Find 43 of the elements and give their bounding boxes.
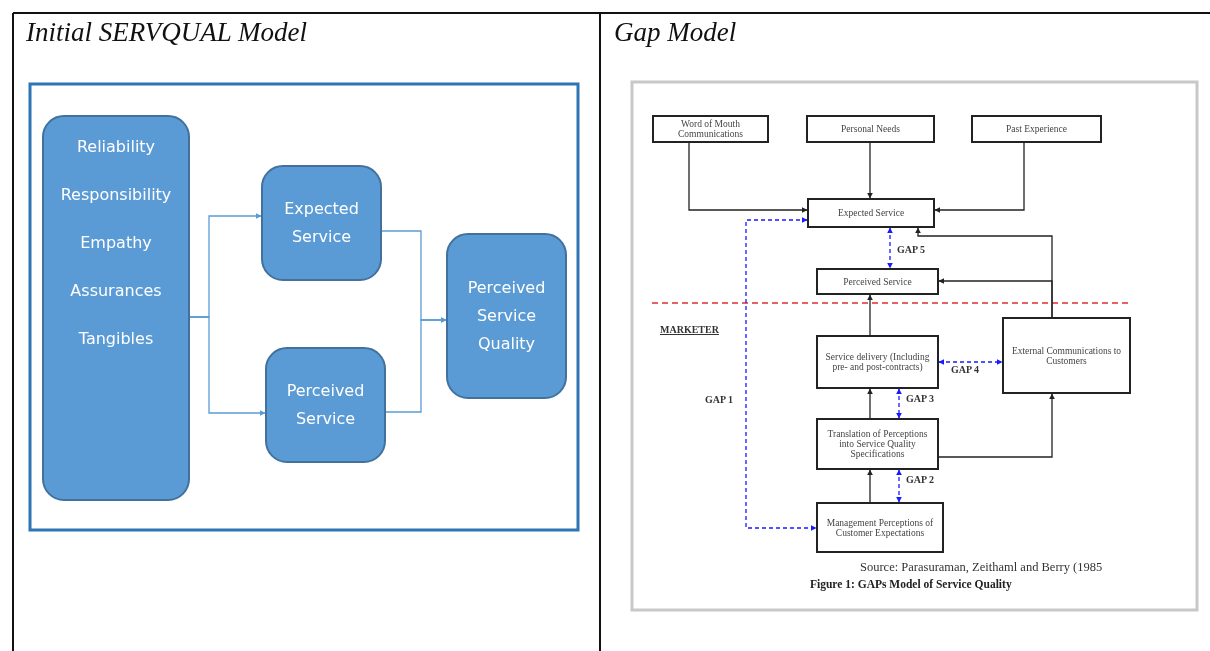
dimension-name: Tangibles xyxy=(78,328,154,350)
arrow xyxy=(938,278,1053,318)
process-box: Personal Needs xyxy=(806,115,935,143)
process-box: Word of Mouth Communications xyxy=(652,115,769,143)
dimension-name: Responsibility xyxy=(60,184,172,206)
arrow xyxy=(189,316,266,416)
arrow xyxy=(938,393,1055,458)
arrow xyxy=(867,142,873,199)
arrow xyxy=(934,142,1025,213)
dimension-name: Assurances xyxy=(70,280,162,302)
edge-label: GAP 2 xyxy=(905,474,936,485)
source-note: Source: Parasuraman, Zeithaml and Berry (1985 xyxy=(860,560,1103,575)
arrow xyxy=(896,388,902,419)
arrow xyxy=(867,294,873,336)
section-label: MARKETER xyxy=(660,324,719,335)
panel-title: Initial SERVQUAL Model xyxy=(26,17,307,48)
rounded-box: Perceived Service xyxy=(265,347,386,463)
process-box: Perceived Service xyxy=(816,268,939,295)
edge-label: GAP 5 xyxy=(896,244,927,255)
edge-label: GAP 4 xyxy=(950,364,981,375)
edge-label: GAP 3 xyxy=(905,393,936,404)
rounded-box: Perceived Service Quality xyxy=(446,233,567,399)
arrow xyxy=(896,469,902,503)
process-box: Past Experience xyxy=(971,115,1102,143)
dimension-name: Empathy xyxy=(80,232,152,254)
rounded-box xyxy=(42,115,190,501)
rounded-box: Expected Service xyxy=(261,165,382,281)
arrow xyxy=(688,142,808,213)
arrow xyxy=(867,388,873,419)
process-box: Translation of Perceptions into Service Quality Specifications xyxy=(816,418,939,470)
dimension-name: Reliability xyxy=(76,136,156,158)
process-box: Expected Service xyxy=(807,198,935,228)
process-box: Management Perceptions of Customer Expectations xyxy=(816,502,944,553)
process-box: External Communications to Customers xyxy=(1002,317,1131,394)
arrow xyxy=(385,317,447,413)
figure-caption: Figure 1: GAPs Model of Service Quality xyxy=(810,578,1012,590)
arrow xyxy=(867,469,873,503)
process-box: Service delivery (Including pre- and post-contracts) xyxy=(816,335,939,389)
edge-label: GAP 1 xyxy=(704,394,735,405)
arrow xyxy=(887,227,893,269)
panel-title: Gap Model xyxy=(614,17,737,48)
arrow xyxy=(745,217,817,531)
arrow xyxy=(938,359,1003,365)
